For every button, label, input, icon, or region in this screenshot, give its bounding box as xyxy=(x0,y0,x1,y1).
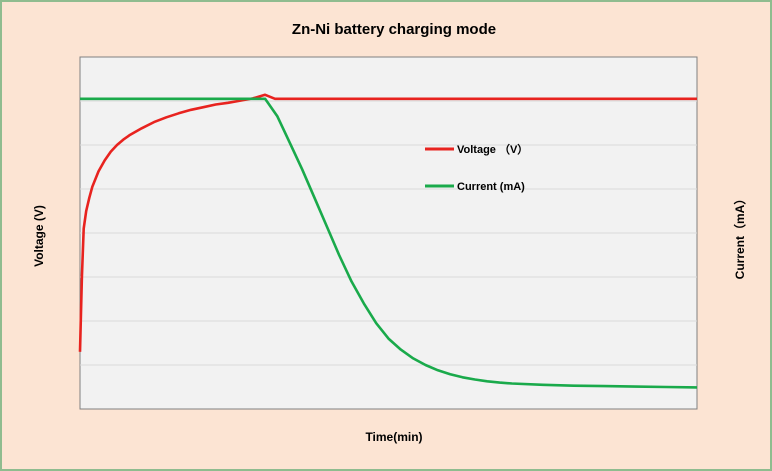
x-axis-label: Time(min) xyxy=(365,430,422,444)
series-line-current xyxy=(80,97,698,389)
y-axis-label: Voltage (V) xyxy=(32,205,46,267)
legend: Voltage （V） Current (mA) xyxy=(425,143,528,193)
series-line-voltage xyxy=(78,93,697,352)
chart-title: Zn-Ni battery charging mode xyxy=(292,21,496,38)
grid-lines xyxy=(80,100,697,366)
legend-label-voltage: Voltage （V） xyxy=(457,143,528,156)
y2-axis-label: Current（mA） xyxy=(732,193,747,280)
legend-label-current: Current (mA) xyxy=(457,181,525,193)
series-layer xyxy=(78,93,698,389)
